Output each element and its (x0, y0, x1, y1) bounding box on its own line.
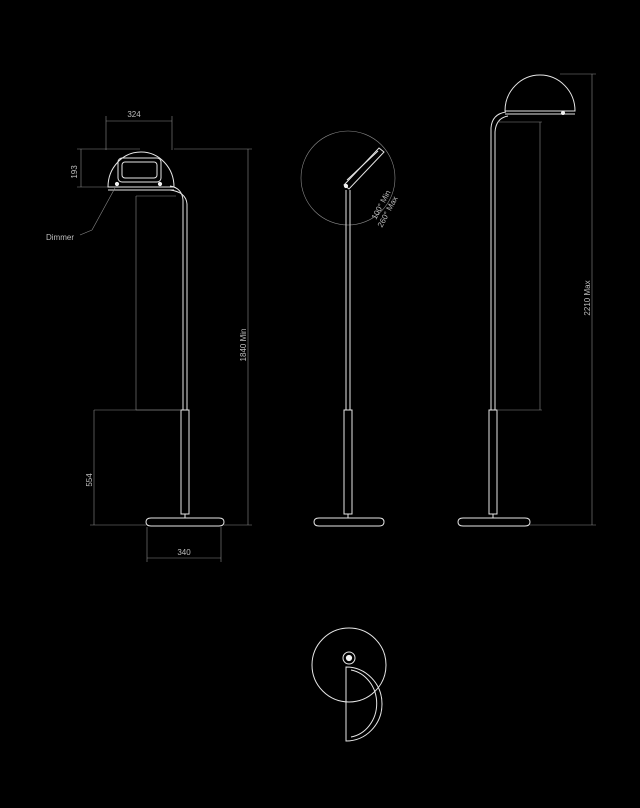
front-stem (169, 185, 190, 518)
dimension-head-height: 193 (70, 148, 140, 188)
min-height-label: 1840 Min (239, 329, 248, 362)
top-stem-ring (342, 651, 356, 665)
front-view: 324 193 Dimmer (46, 110, 252, 562)
dimmer-callout: Dimmer (46, 187, 116, 242)
dimension-width: 324 (105, 110, 173, 150)
side-stem (343, 190, 353, 518)
back-stem (488, 111, 509, 518)
back-view: 2210 Max (457, 73, 596, 527)
max-height-label: 2210 Max (583, 280, 592, 315)
dimension-min-height: 1840 Min (174, 148, 252, 526)
back-base (457, 517, 531, 527)
back-travel-lines (498, 121, 542, 411)
dimension-max-height: 2210 Max (530, 73, 596, 526)
top-lamp-head (345, 666, 383, 742)
base-width-label: 340 (177, 548, 191, 557)
rotation-circle (300, 130, 396, 226)
head-height-label: 193 (70, 165, 79, 179)
stem-height-label: 554 (85, 473, 94, 487)
dimmer-label: Dimmer (46, 233, 74, 242)
width-label: 324 (127, 110, 141, 119)
front-lamp-head (107, 151, 175, 191)
side-base (313, 517, 385, 527)
side-view: 100° Min 260° Max (300, 130, 400, 527)
top-base-circle (311, 627, 387, 703)
dimmer-knob (114, 181, 120, 187)
dimension-base-width: 340 (146, 527, 222, 562)
top-view (311, 627, 387, 742)
front-travel-lines (135, 195, 181, 411)
back-lamp-head (504, 74, 576, 115)
side-lamp-head (343, 147, 385, 190)
front-base (145, 517, 225, 527)
dimension-stem-height: 554 (85, 409, 181, 526)
